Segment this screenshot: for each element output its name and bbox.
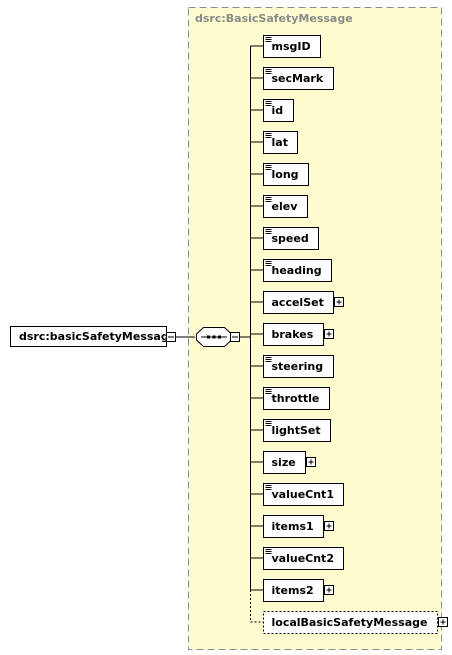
- element-steering[interactable]: steering: [250, 355, 334, 378]
- simple-type-icon: [265, 485, 272, 490]
- element-box[interactable]: [263, 387, 330, 410]
- simple-type-icon: [265, 357, 272, 362]
- element-msgID[interactable]: msgID: [250, 35, 321, 58]
- element-label: valueCnt1: [272, 488, 334, 501]
- element-label: secMark: [272, 72, 324, 85]
- element-box[interactable]: [263, 547, 344, 570]
- simple-type-icon: [265, 197, 272, 202]
- element-box[interactable]: [263, 195, 308, 218]
- element-brakes[interactable]: brakes: [250, 323, 334, 346]
- element-label: accelSet: [272, 296, 324, 309]
- element-box[interactable]: [263, 579, 324, 602]
- element-lightSet[interactable]: lightSet: [250, 419, 331, 442]
- simple-type-icon: [265, 261, 272, 266]
- element-box[interactable]: [263, 355, 334, 378]
- element-box[interactable]: [263, 291, 334, 314]
- expand-icon[interactable]: [306, 457, 316, 467]
- expand-icon[interactable]: [324, 329, 334, 339]
- element-box[interactable]: [263, 419, 331, 442]
- complex-type-label: dsrc:BasicSafetyMessage: [195, 12, 353, 25]
- root-element[interactable]: dsrc:basicSafetyMessage: [10, 326, 177, 347]
- sequence-collapse-icon[interactable]: [230, 332, 240, 342]
- element-box[interactable]: [263, 323, 324, 346]
- element-tree: msgID secMark id lat long elev speed heading acc…: [250, 35, 448, 634]
- expand-icon[interactable]: [324, 521, 334, 531]
- element-box[interactable]: [263, 611, 438, 634]
- element-label: size: [272, 456, 296, 469]
- element-label: lightSet: [272, 424, 321, 437]
- element-box[interactable]: [263, 515, 324, 538]
- element-box[interactable]: [263, 451, 306, 474]
- simple-type-icon: [265, 101, 272, 106]
- simple-type-icon: [265, 549, 272, 554]
- element-box[interactable]: [263, 259, 332, 282]
- element-box[interactable]: [263, 35, 321, 58]
- element-items2[interactable]: items2: [250, 579, 334, 602]
- element-label: valueCnt2: [272, 552, 334, 565]
- element-label: heading: [272, 264, 322, 277]
- expand-icon[interactable]: [334, 297, 344, 307]
- simple-type-icon: [265, 229, 272, 234]
- element-label: long: [272, 168, 299, 181]
- element-valueCnt2[interactable]: valueCnt2: [250, 547, 344, 570]
- element-label: msgID: [272, 40, 311, 53]
- element-label: throttle: [272, 392, 320, 405]
- sequence-compositor[interactable]: [196, 327, 232, 347]
- element-id[interactable]: id: [250, 99, 294, 122]
- element-speed[interactable]: speed: [250, 227, 319, 250]
- element-label: localBasicSafetyMessage: [272, 616, 428, 629]
- element-lat[interactable]: lat: [250, 131, 298, 154]
- element-label: items2: [272, 584, 314, 597]
- simple-type-icon: [265, 133, 272, 138]
- simple-type-icon: [265, 37, 272, 42]
- element-label: brakes: [272, 328, 314, 341]
- element-label: elev: [272, 200, 299, 213]
- expand-icon[interactable]: [324, 585, 334, 595]
- element-box[interactable]: [263, 227, 319, 250]
- element-size[interactable]: size: [250, 451, 316, 474]
- element-elev[interactable]: elev: [250, 195, 308, 218]
- element-items1[interactable]: items1: [250, 515, 334, 538]
- element-box[interactable]: [263, 131, 298, 154]
- root-expand-icon[interactable]: [166, 332, 176, 342]
- root-element-label: dsrc:basicSafetyMessage: [19, 330, 176, 343]
- simple-type-icon: [265, 69, 272, 74]
- expand-icon[interactable]: [438, 617, 448, 627]
- element-box[interactable]: [263, 163, 309, 186]
- element-accelSet[interactable]: accelSet: [250, 291, 344, 314]
- element-box[interactable]: [263, 483, 344, 506]
- element-label: lat: [272, 136, 288, 149]
- element-label: id: [272, 104, 284, 117]
- element-localBasicSafetyMessage[interactable]: localBasicSafetyMessage: [250, 611, 448, 634]
- element-valueCnt1[interactable]: valueCnt1: [250, 483, 344, 506]
- element-label: speed: [272, 232, 309, 245]
- element-box[interactable]: [263, 67, 334, 90]
- element-label: steering: [272, 360, 324, 373]
- simple-type-icon: [265, 165, 272, 170]
- element-throttle[interactable]: throttle: [250, 387, 330, 410]
- element-heading[interactable]: heading: [250, 259, 332, 282]
- element-label: items1: [272, 520, 314, 533]
- simple-type-icon: [265, 421, 272, 426]
- element-secMark[interactable]: secMark: [250, 67, 334, 90]
- simple-type-icon: [265, 389, 272, 394]
- element-long[interactable]: long: [250, 163, 309, 186]
